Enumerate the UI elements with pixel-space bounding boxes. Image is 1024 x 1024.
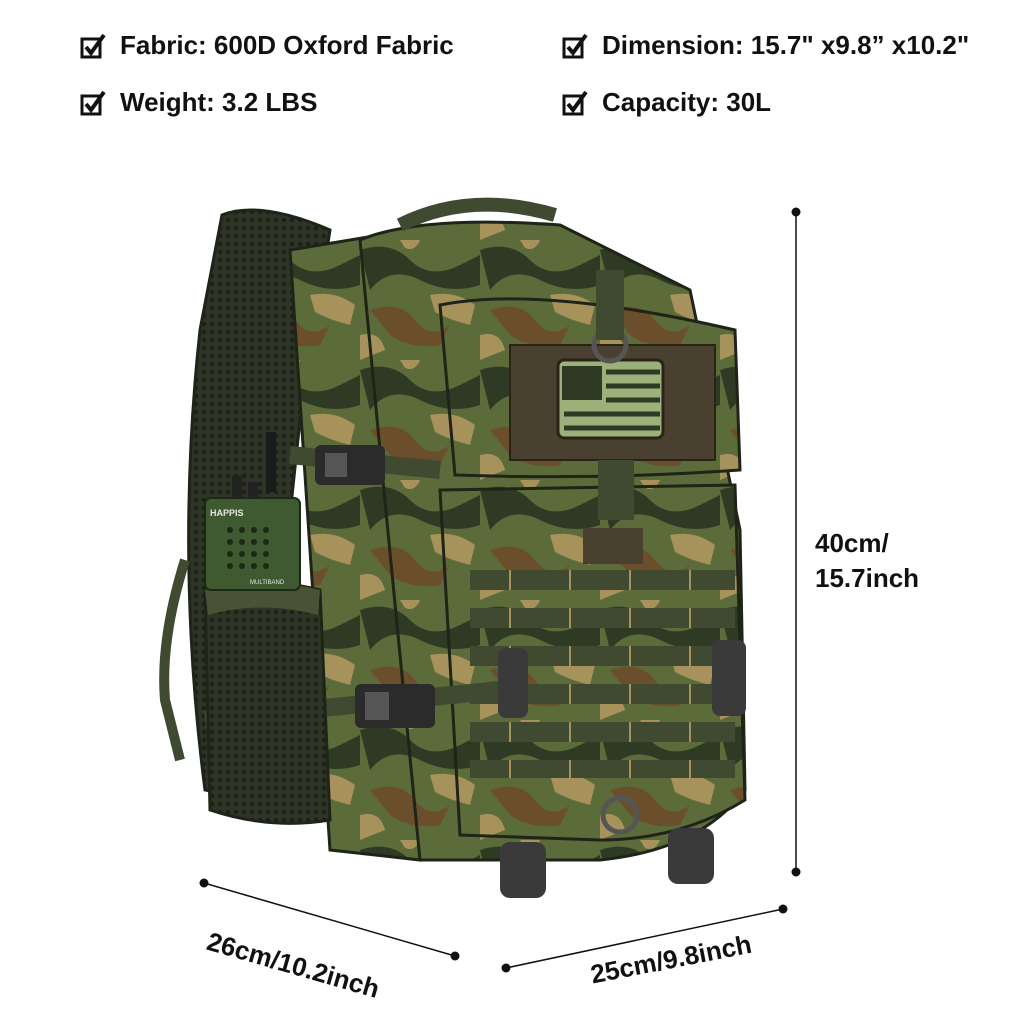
- spec-fabric: Fabric: 600D Oxford Fabric: [80, 30, 454, 61]
- spec-weight-label: Weight: 3.2 LBS: [120, 87, 318, 117]
- spec-capacity-label: Capacity: 30L: [602, 87, 772, 117]
- height-dimension-line: [791, 207, 801, 877]
- check-icon: [562, 90, 588, 115]
- spec-capacity: Capacity: 30L: [562, 87, 771, 118]
- flag-patch-icon: [556, 358, 665, 440]
- top-handle: [396, 197, 557, 232]
- spec-weight: Weight: 3.2 LBS: [80, 87, 317, 118]
- spec-fabric-label: Fabric: 600D Oxford Fabric: [120, 30, 454, 60]
- radio-brand: HAPPIS: [210, 508, 244, 518]
- side-mesh-pocket: [203, 581, 332, 825]
- buckle-icon: [355, 684, 435, 728]
- height-label-line1: 40cm/: [815, 528, 889, 558]
- check-icon: [562, 33, 588, 58]
- buckle-icon: [315, 445, 385, 485]
- spec-dimension: Dimension: 15.7" x9.8” x10.2": [562, 30, 969, 61]
- check-icon: [80, 33, 106, 58]
- spec-dimension-label: Dimension: 15.7" x9.8” x10.2": [602, 30, 970, 60]
- width-dimension-line: [501, 904, 788, 973]
- radio-icon: HAPPIS MULTIBAND: [204, 432, 301, 591]
- radio-model: MULTIBAND: [250, 580, 285, 586]
- height-label-line2: 15.7inch: [815, 563, 920, 593]
- depth-dimension-line: [199, 878, 460, 961]
- check-icon: [80, 90, 106, 115]
